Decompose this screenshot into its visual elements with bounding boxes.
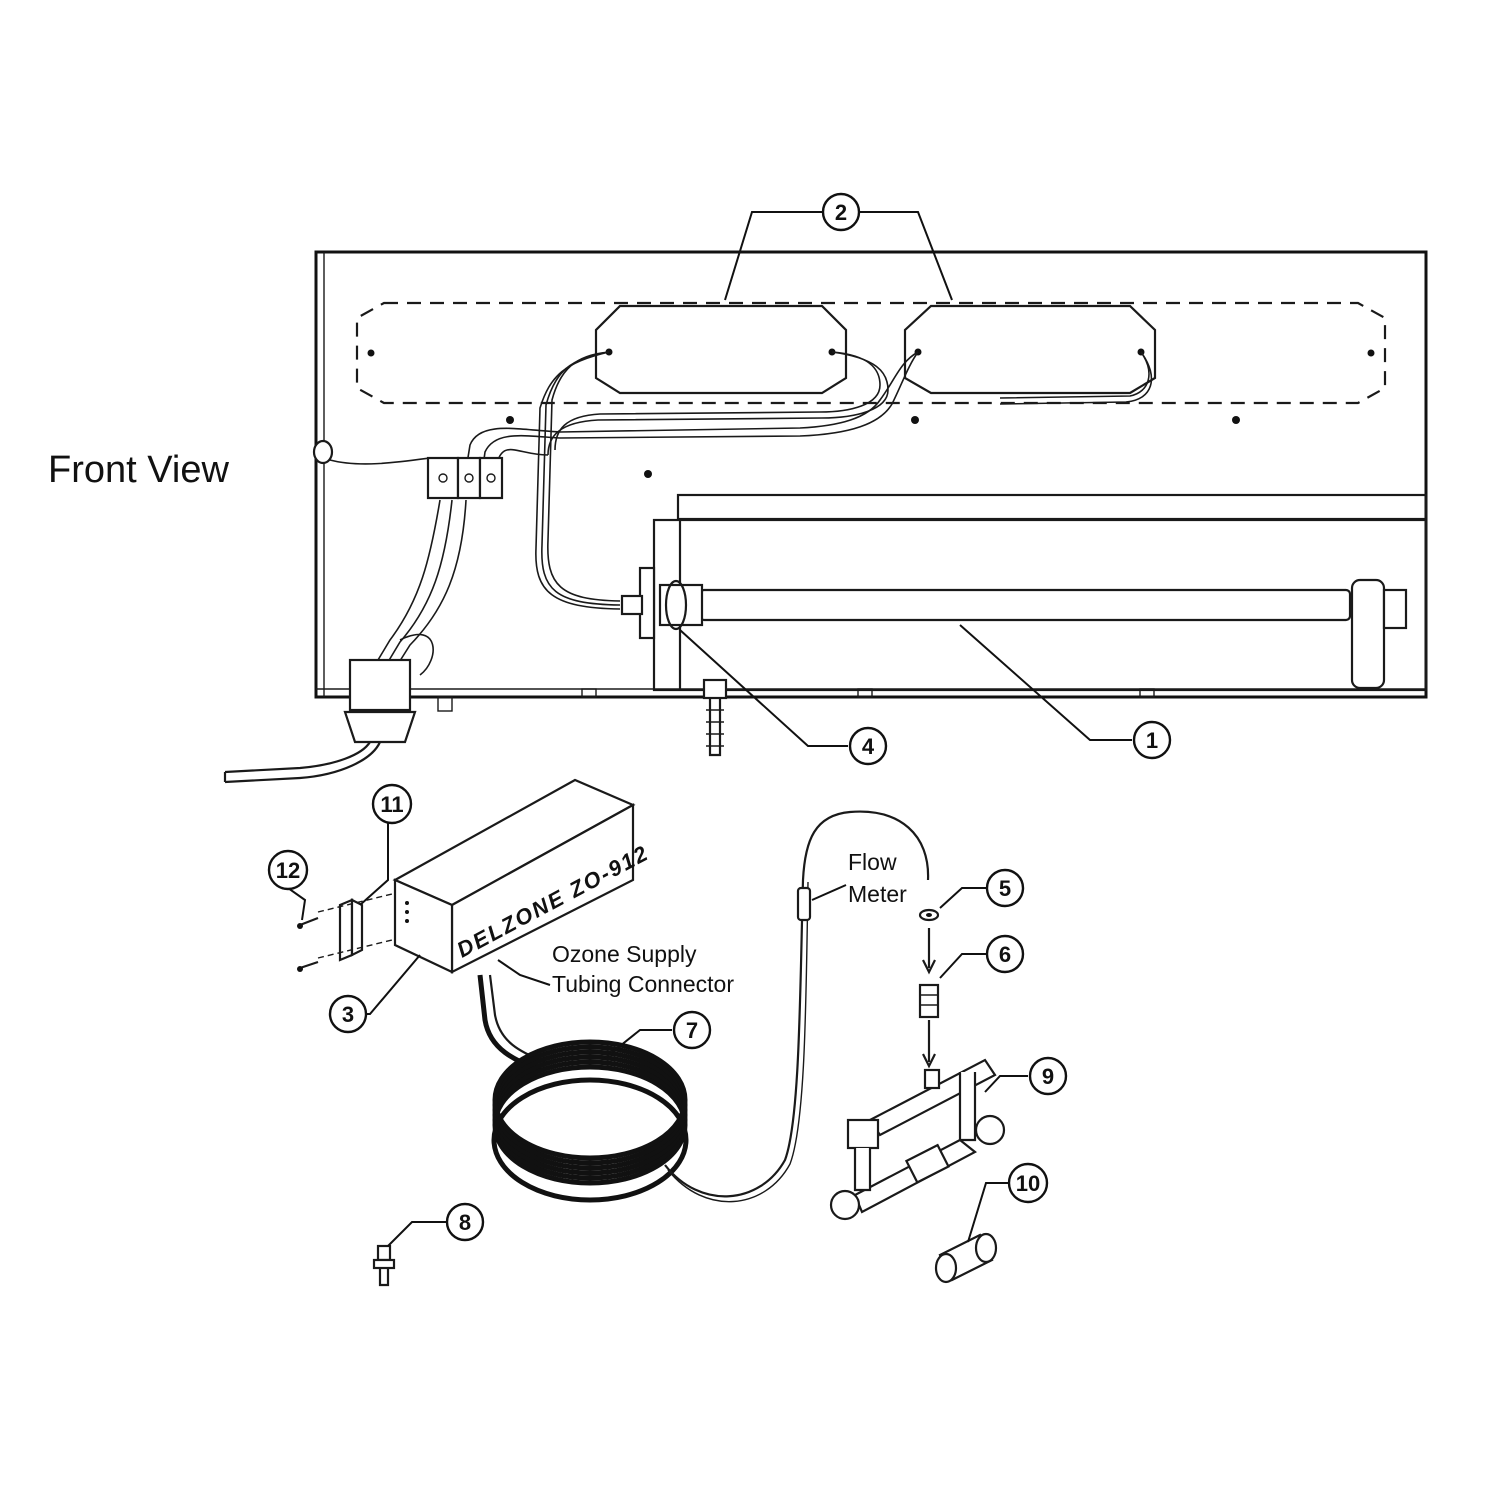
callout-8: 8 <box>445 1202 485 1242</box>
ozone-supply-label-line2: Tubing Connector <box>552 971 734 997</box>
power-cord <box>223 658 417 784</box>
callout-9: 9 <box>1028 1056 1068 1096</box>
callout-2: 2 <box>821 192 861 232</box>
mounting-bracket <box>317 893 393 962</box>
callout-9-text: 9 <box>1042 1064 1054 1089</box>
mounting-screws <box>297 916 319 972</box>
callout-10: 10 <box>1007 1162 1049 1204</box>
uv-lamp <box>620 566 1408 690</box>
callout-8-text: 8 <box>459 1210 471 1235</box>
front-view-title: Front View <box>48 449 229 491</box>
ballast-left <box>594 304 848 395</box>
flow-meter-label-line1: Flow <box>848 849 897 875</box>
ballast-right <box>903 304 1157 395</box>
lamp-clip <box>664 579 688 631</box>
coupling-item-10 <box>934 1232 998 1284</box>
callout-12: 12 <box>267 849 309 891</box>
wiring-harness <box>329 351 1153 676</box>
callout-6-text: 6 <box>999 942 1011 967</box>
callout-5: 5 <box>985 868 1025 908</box>
callout-4: 4 <box>848 726 888 766</box>
fitting-item-8 <box>372 1244 396 1287</box>
flow-meter <box>796 886 812 922</box>
callout-11-text: 11 <box>380 792 403 817</box>
callout-2-text: 2 <box>835 200 847 225</box>
flow-meter-label-line2: Meter <box>848 881 907 907</box>
venturi-manifold <box>829 1058 1006 1221</box>
washer-item-5 <box>918 908 940 922</box>
check-valve-item-6 <box>918 928 940 1069</box>
callout-3-text: 3 <box>342 1002 354 1027</box>
callout-12-text: 12 <box>276 858 300 883</box>
ozone-supply-label-line1: Ozone Supply <box>552 941 697 967</box>
callout-11: 11 <box>371 783 413 825</box>
callout-1: 1 <box>1132 720 1172 760</box>
callout-1-text: 1 <box>1146 728 1158 753</box>
callout-10-text: 10 <box>1016 1171 1040 1196</box>
ozone-tubing-coil <box>477 810 930 1203</box>
hose-barb-fitting <box>702 678 728 757</box>
callout-5-text: 5 <box>999 876 1011 901</box>
callout-4-text: 4 <box>862 734 875 759</box>
wire-grommet <box>312 439 334 465</box>
callout-6: 6 <box>985 934 1025 974</box>
callout-3: 3 <box>328 994 368 1034</box>
callout-7-text: 7 <box>686 1018 698 1043</box>
ballast-bracket <box>355 301 1387 405</box>
callout-7: 7 <box>672 1010 712 1050</box>
terminal-blocks <box>426 456 504 500</box>
